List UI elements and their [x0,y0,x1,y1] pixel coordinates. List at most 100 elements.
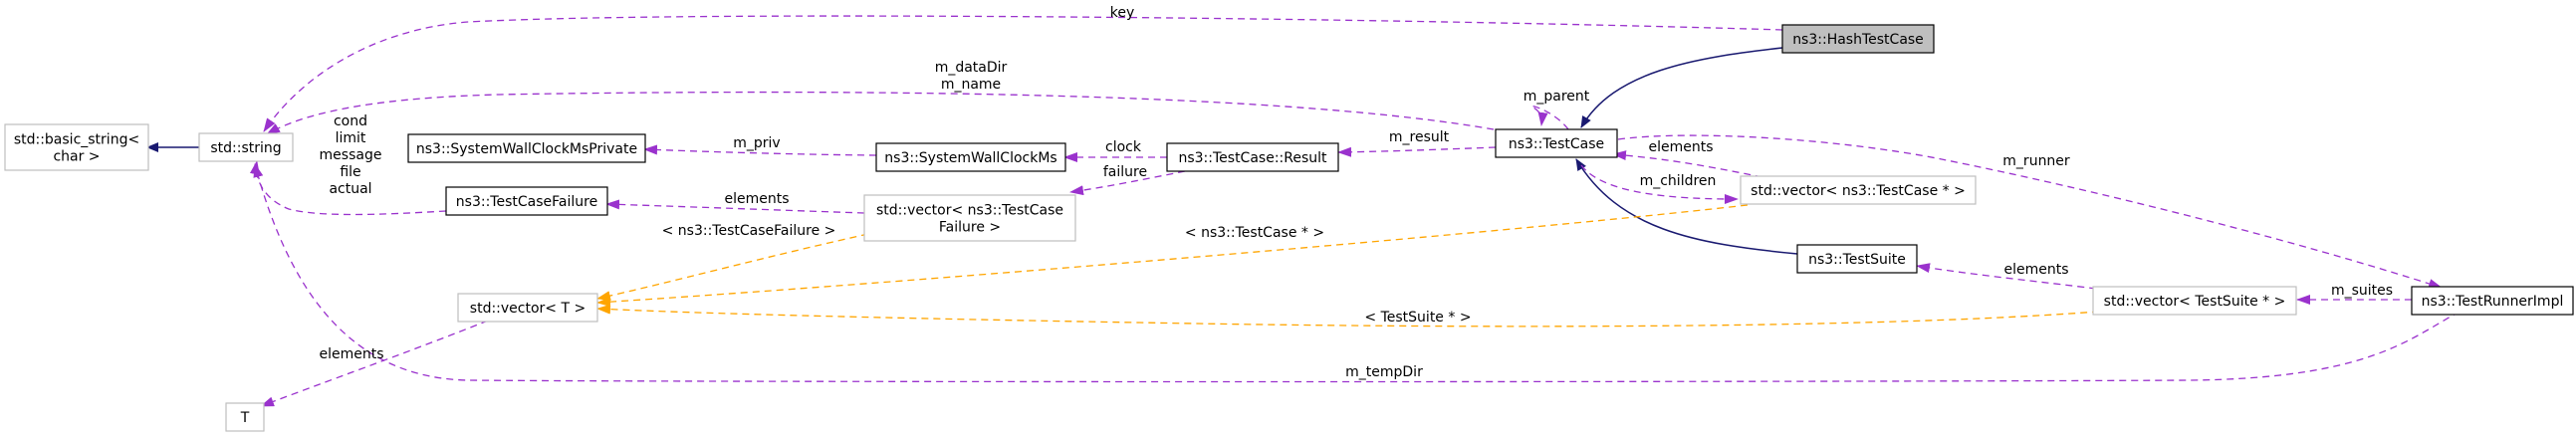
edge-T-elements [260,320,489,407]
edge-label-key: key [1110,5,1135,21]
nodes: ns3::HashTestCasens3::TestCasens3::TestS… [4,24,2574,432]
edge-label-priv: m_priv [733,135,780,151]
node-box [875,142,1066,172]
node-label: std::basic_string< [14,132,139,148]
edge-label-tempDir: m_tempDir [1345,364,1423,380]
edge-label-text: m_parent [1523,89,1590,105]
node-testsuite[interactable]: ns3::TestSuite [1796,244,1918,274]
edge-label-failure: failure [1103,164,1147,180]
node-box [1781,24,1935,54]
node-vec-T[interactable]: std::vector< T > [457,293,598,323]
node-testrunnerimpl[interactable]: ns3::TestRunnerImpl [2411,286,2574,316]
node-label: std::vector< TestSuite * > [2104,294,2286,310]
edge-label-text: m_name [941,77,1001,93]
node-basic-string[interactable]: std::basic_string<char > [4,123,149,171]
node-vec-suite[interactable]: std::vector< TestSuite * > [2092,286,2297,316]
edge-suite-elements [1916,263,2097,290]
node-box [1166,142,1339,172]
edge-labels: keym_dataDirm_namecondlimitmessagefileac… [319,5,2393,380]
edge-label-tpl-failure: < ns3::TestCaseFailure > [662,223,836,239]
node-label: ns3::TestCaseFailure [456,194,597,210]
node-result[interactable]: ns3::TestCase::Result [1166,142,1339,172]
node-failure[interactable]: ns3::TestCaseFailure [445,186,608,216]
edge-label-text: cond [334,113,367,129]
node-label: ns3::HashTestCase [1792,32,1924,48]
edge-label-suite-elements: elements [2003,262,2068,278]
edge-label-text: m_runner [2002,153,2070,169]
node-wallclock[interactable]: ns3::SystemWallClockMs [875,142,1066,172]
node-label: std::string [210,140,281,156]
edge-label-text: elements [724,191,789,207]
edge-label-runner: m_runner [2002,153,2070,169]
edge-label-text: m_dataDir [935,60,1008,76]
node-vec-testcase[interactable]: std::vector< ns3::TestCase * > [1740,175,1977,205]
edge-label-children: m_children [1640,173,1717,189]
edge-label-text: m_suites [2331,283,2393,299]
edge-label-result: m_result [1389,129,1450,145]
node-box [4,123,149,171]
node-label: ns3::TestSuite [1808,252,1906,268]
node-label: std::vector< ns3::TestCase [876,203,1063,219]
node-box [1495,128,1618,158]
edge-testcase-result [1337,146,1497,157]
edge-testcase-to-hashtestcase [1580,47,1783,128]
edge-string-datadir-name [266,91,1495,135]
edge-label-text: < ns3::TestCase * > [1185,225,1324,241]
edge-label-tpl-testcase: < ns3::TestCase * > [1185,225,1324,241]
node-label: std::vector< T > [470,301,585,317]
edge-testcase-parent [1530,105,1569,130]
edge-label-parent: m_parent [1523,89,1590,105]
edge-label-text: m_children [1640,173,1717,189]
edge-label-text: clock [1105,139,1142,155]
node-label: Failure > [939,220,1001,236]
node-box [225,402,265,432]
edge-testcase-to-testsuite [1575,158,1798,255]
edge-label-tpl-suite: < TestSuite * > [1364,310,1471,326]
edge-label-text: elements [319,346,383,362]
edge-label-text: limit [336,130,366,146]
edge-string-key [263,15,1783,132]
edge-label-text: actual [329,181,371,197]
edge-tpl-failure [596,233,869,302]
edge-label-text: key [1110,5,1135,21]
node-label: ns3::SystemWallClockMs [884,150,1056,166]
node-box [407,133,646,163]
node-label: std::vector< ns3::TestCase * > [1751,183,1966,199]
edge-testcase-elements [1612,150,1763,178]
edge-label-text: message [320,147,382,163]
edge-label-text: < TestSuite * > [1364,310,1471,326]
edge-label-text: m_result [1389,129,1450,145]
edge-label-text: m_tempDir [1345,364,1423,380]
node-box [2092,286,2297,316]
edge-label-clock: clock [1105,139,1142,155]
node-testcase[interactable]: ns3::TestCase [1495,128,1618,158]
edge-label-text: elements [2003,262,2068,278]
node-string[interactable]: std::string [198,132,294,162]
edge-result-failure [1069,170,1186,196]
edge-label-text: file [340,164,360,180]
edge-runner [1617,134,2443,289]
edges [146,15,2460,407]
node-box [445,186,608,216]
node-T[interactable]: T [225,402,265,432]
edge-testcase-children [1580,164,1739,204]
edge-wallclock-priv [643,144,877,156]
node-label: ns3::TestCase [1509,136,1604,152]
node-label: ns3::SystemWallClockMsPrivate [416,141,637,157]
edge-label-suites: m_suites [2331,283,2393,299]
edge-label-text: m_priv [733,135,780,151]
node-wallclockpriv[interactable]: ns3::SystemWallClockMsPrivate [407,133,646,163]
edge-tpl-suite [596,304,2112,328]
node-label: char > [53,149,100,165]
node-label: ns3::TestCase::Result [1178,150,1327,166]
node-box [1796,244,1918,274]
node-vec-failure[interactable]: std::vector< ns3::TestCaseFailure > [863,194,1076,242]
node-hashtestcase[interactable]: ns3::HashTestCase [1781,24,1935,54]
node-box [2411,286,2574,316]
node-label: ns3::TestRunnerImpl [2422,294,2564,310]
edge-label-text: failure [1103,164,1147,180]
edge-string-failure-fields [249,160,447,216]
